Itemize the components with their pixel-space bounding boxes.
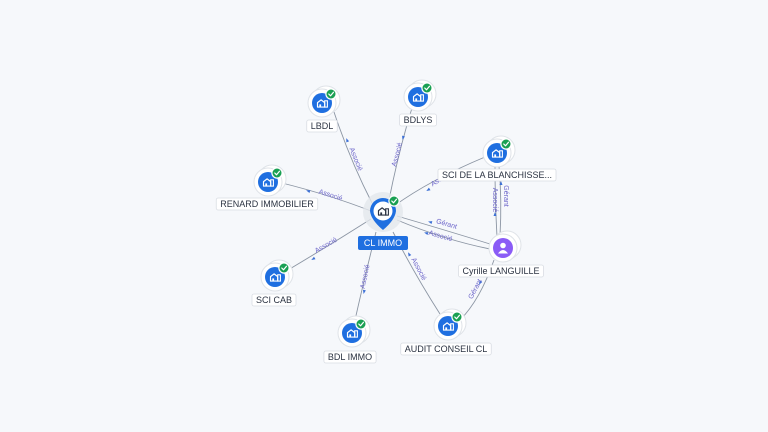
center-node[interactable]: CL IMMO <box>358 192 408 250</box>
edge-arrow-icon <box>428 221 433 224</box>
verified-check-icon <box>388 195 400 207</box>
building-icon <box>269 273 281 282</box>
building-icon <box>412 93 424 102</box>
node-label-box <box>437 168 557 182</box>
building-icon <box>316 99 328 108</box>
edge-label: Gérant <box>502 185 509 206</box>
nodes-layer: LBDL BDLYS SCI DE LA BLANCHISSE... RENARD I… <box>215 79 557 364</box>
node-label: AUDIT CONSEIL CL <box>405 344 488 354</box>
node-label-box <box>323 350 377 364</box>
edge-sci-blanchisse-center: Associé <box>393 156 486 207</box>
edge-line <box>396 219 491 250</box>
verified-check-icon <box>355 318 367 330</box>
edge-arrow-icon <box>493 212 497 216</box>
node-label: RENARD IMMOBILIER <box>220 199 314 209</box>
edge-arrow-icon <box>408 252 412 257</box>
building-icon <box>262 178 274 187</box>
edge-arrow-icon <box>402 135 405 140</box>
edge-label: Associé <box>348 147 364 172</box>
edge-label: Associé <box>314 236 339 254</box>
verified-check-icon <box>271 167 283 179</box>
verified-check-icon <box>500 138 512 150</box>
node-label: LBDL <box>311 121 334 131</box>
edge-arrow-icon <box>426 187 431 192</box>
node-label: BDL IMMO <box>328 352 372 362</box>
node-lbdl[interactable]: LBDL <box>306 85 341 133</box>
edge-line <box>281 182 372 212</box>
edge-arrow-icon <box>362 289 366 294</box>
edge-arrow-icon <box>306 190 311 194</box>
edge-line <box>396 215 491 245</box>
node-label: SCI CAB <box>256 295 292 305</box>
edge-line <box>287 218 372 271</box>
node-label: BDLYS <box>404 115 433 125</box>
edge-arrow-icon <box>346 138 350 143</box>
edge-label: Associé <box>391 142 404 168</box>
node-label-box <box>215 197 319 211</box>
center-label: CL IMMO <box>364 238 402 248</box>
node-label-box <box>458 264 544 278</box>
person-icon <box>498 242 508 254</box>
node-label-box <box>400 342 492 356</box>
node-bdlys[interactable]: BDLYS <box>399 79 437 127</box>
node-label: Cyrille LANGUILLE <box>462 266 539 276</box>
building-icon <box>377 207 389 216</box>
edge-lbdl-center: Associé <box>333 111 373 204</box>
edge-label: Associé <box>360 264 372 290</box>
building-icon <box>346 329 358 338</box>
building-icon <box>442 322 454 331</box>
node-label-box <box>306 119 338 133</box>
node-sci-cab[interactable]: SCI CAB <box>251 259 297 307</box>
node-renard[interactable]: RENARD IMMOBILIER <box>215 164 319 211</box>
edge-arrow-icon <box>311 256 316 260</box>
building-icon <box>491 149 503 158</box>
node-label-box <box>251 293 297 307</box>
edge-label: Associé <box>491 188 498 213</box>
edge-line <box>393 156 486 207</box>
center-disc <box>373 201 393 221</box>
edge-arrow-icon <box>499 181 503 185</box>
node-bdl-immo[interactable]: BDL IMMO <box>323 315 377 364</box>
node-sci-blanchisse[interactable]: SCI DE LA BLANCHISSE... <box>437 135 557 182</box>
node-audit-conseil[interactable]: AUDIT CONSEIL CL <box>400 308 492 356</box>
node-label: SCI DE LA BLANCHISSE... <box>442 170 552 180</box>
edge-arrow-icon <box>479 280 483 285</box>
verified-check-icon <box>325 88 337 100</box>
center-layer: CL IMMO <box>358 192 408 250</box>
center-label-box <box>358 236 408 250</box>
node-cyrille[interactable]: Cyrille LANGUILLE <box>458 230 544 278</box>
edge-label: Gérant <box>435 218 458 231</box>
verified-check-icon <box>278 262 290 274</box>
edge-label: Associé <box>318 189 344 203</box>
node-label-box <box>399 113 437 127</box>
edge-arrow-icon <box>424 232 429 235</box>
verified-check-icon <box>421 82 433 94</box>
verified-check-icon <box>451 311 463 323</box>
